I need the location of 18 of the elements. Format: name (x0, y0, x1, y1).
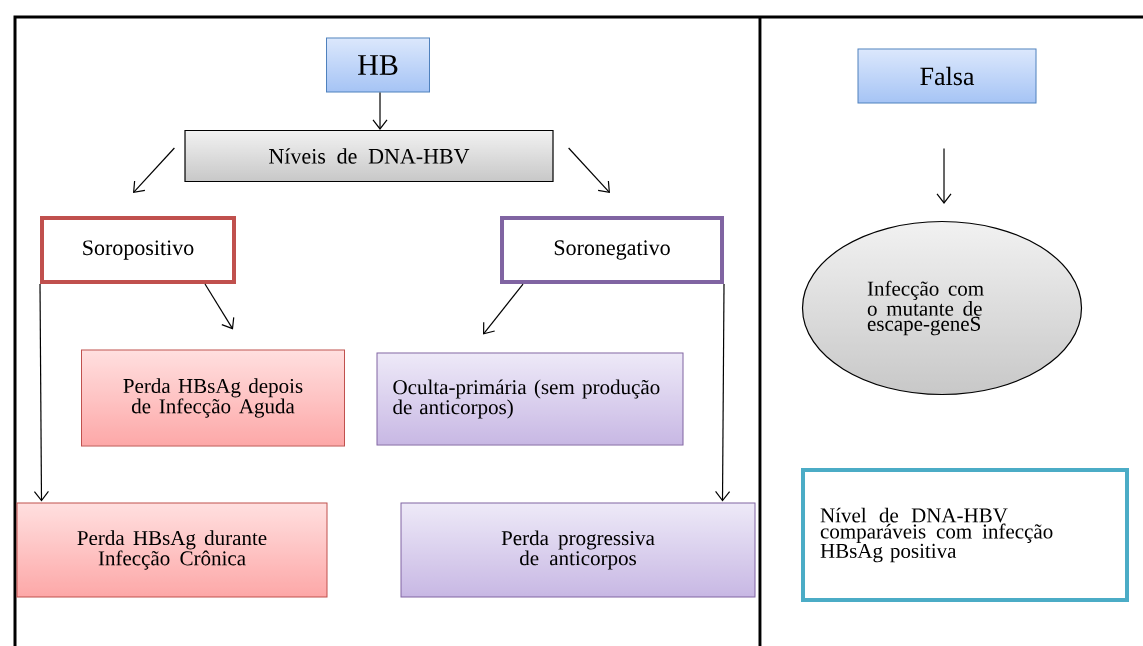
arrow (204, 283, 235, 330)
arrow (936, 147, 952, 204)
category-box: Soronegativo (500, 216, 724, 284)
outcome-box: Perda HBsAg durante Infecção Crônica (16, 502, 328, 598)
arrow (483, 283, 524, 335)
arrow (33, 283, 50, 502)
result-box: Nível de DNA-HBV comparáveis com infecção HBsAg positiva (801, 468, 1129, 602)
outcome-box: Perda HBsAg depois de Infecção Aguda (81, 349, 345, 447)
outcome-box: Oculta-primária (sem produção de anticorpos) (376, 352, 684, 446)
arrow (568, 147, 610, 193)
process-box: Níveis de DNA-HBV (184, 129, 554, 183)
outcome-box: Perda progressiva de anticorpos (400, 502, 756, 598)
start-box: Falsa (857, 48, 1037, 104)
arrow (133, 147, 175, 193)
arrow (372, 91, 388, 130)
start-box: HB (326, 37, 430, 93)
category-box: Soropositivo (40, 216, 236, 284)
arrow (715, 283, 731, 502)
